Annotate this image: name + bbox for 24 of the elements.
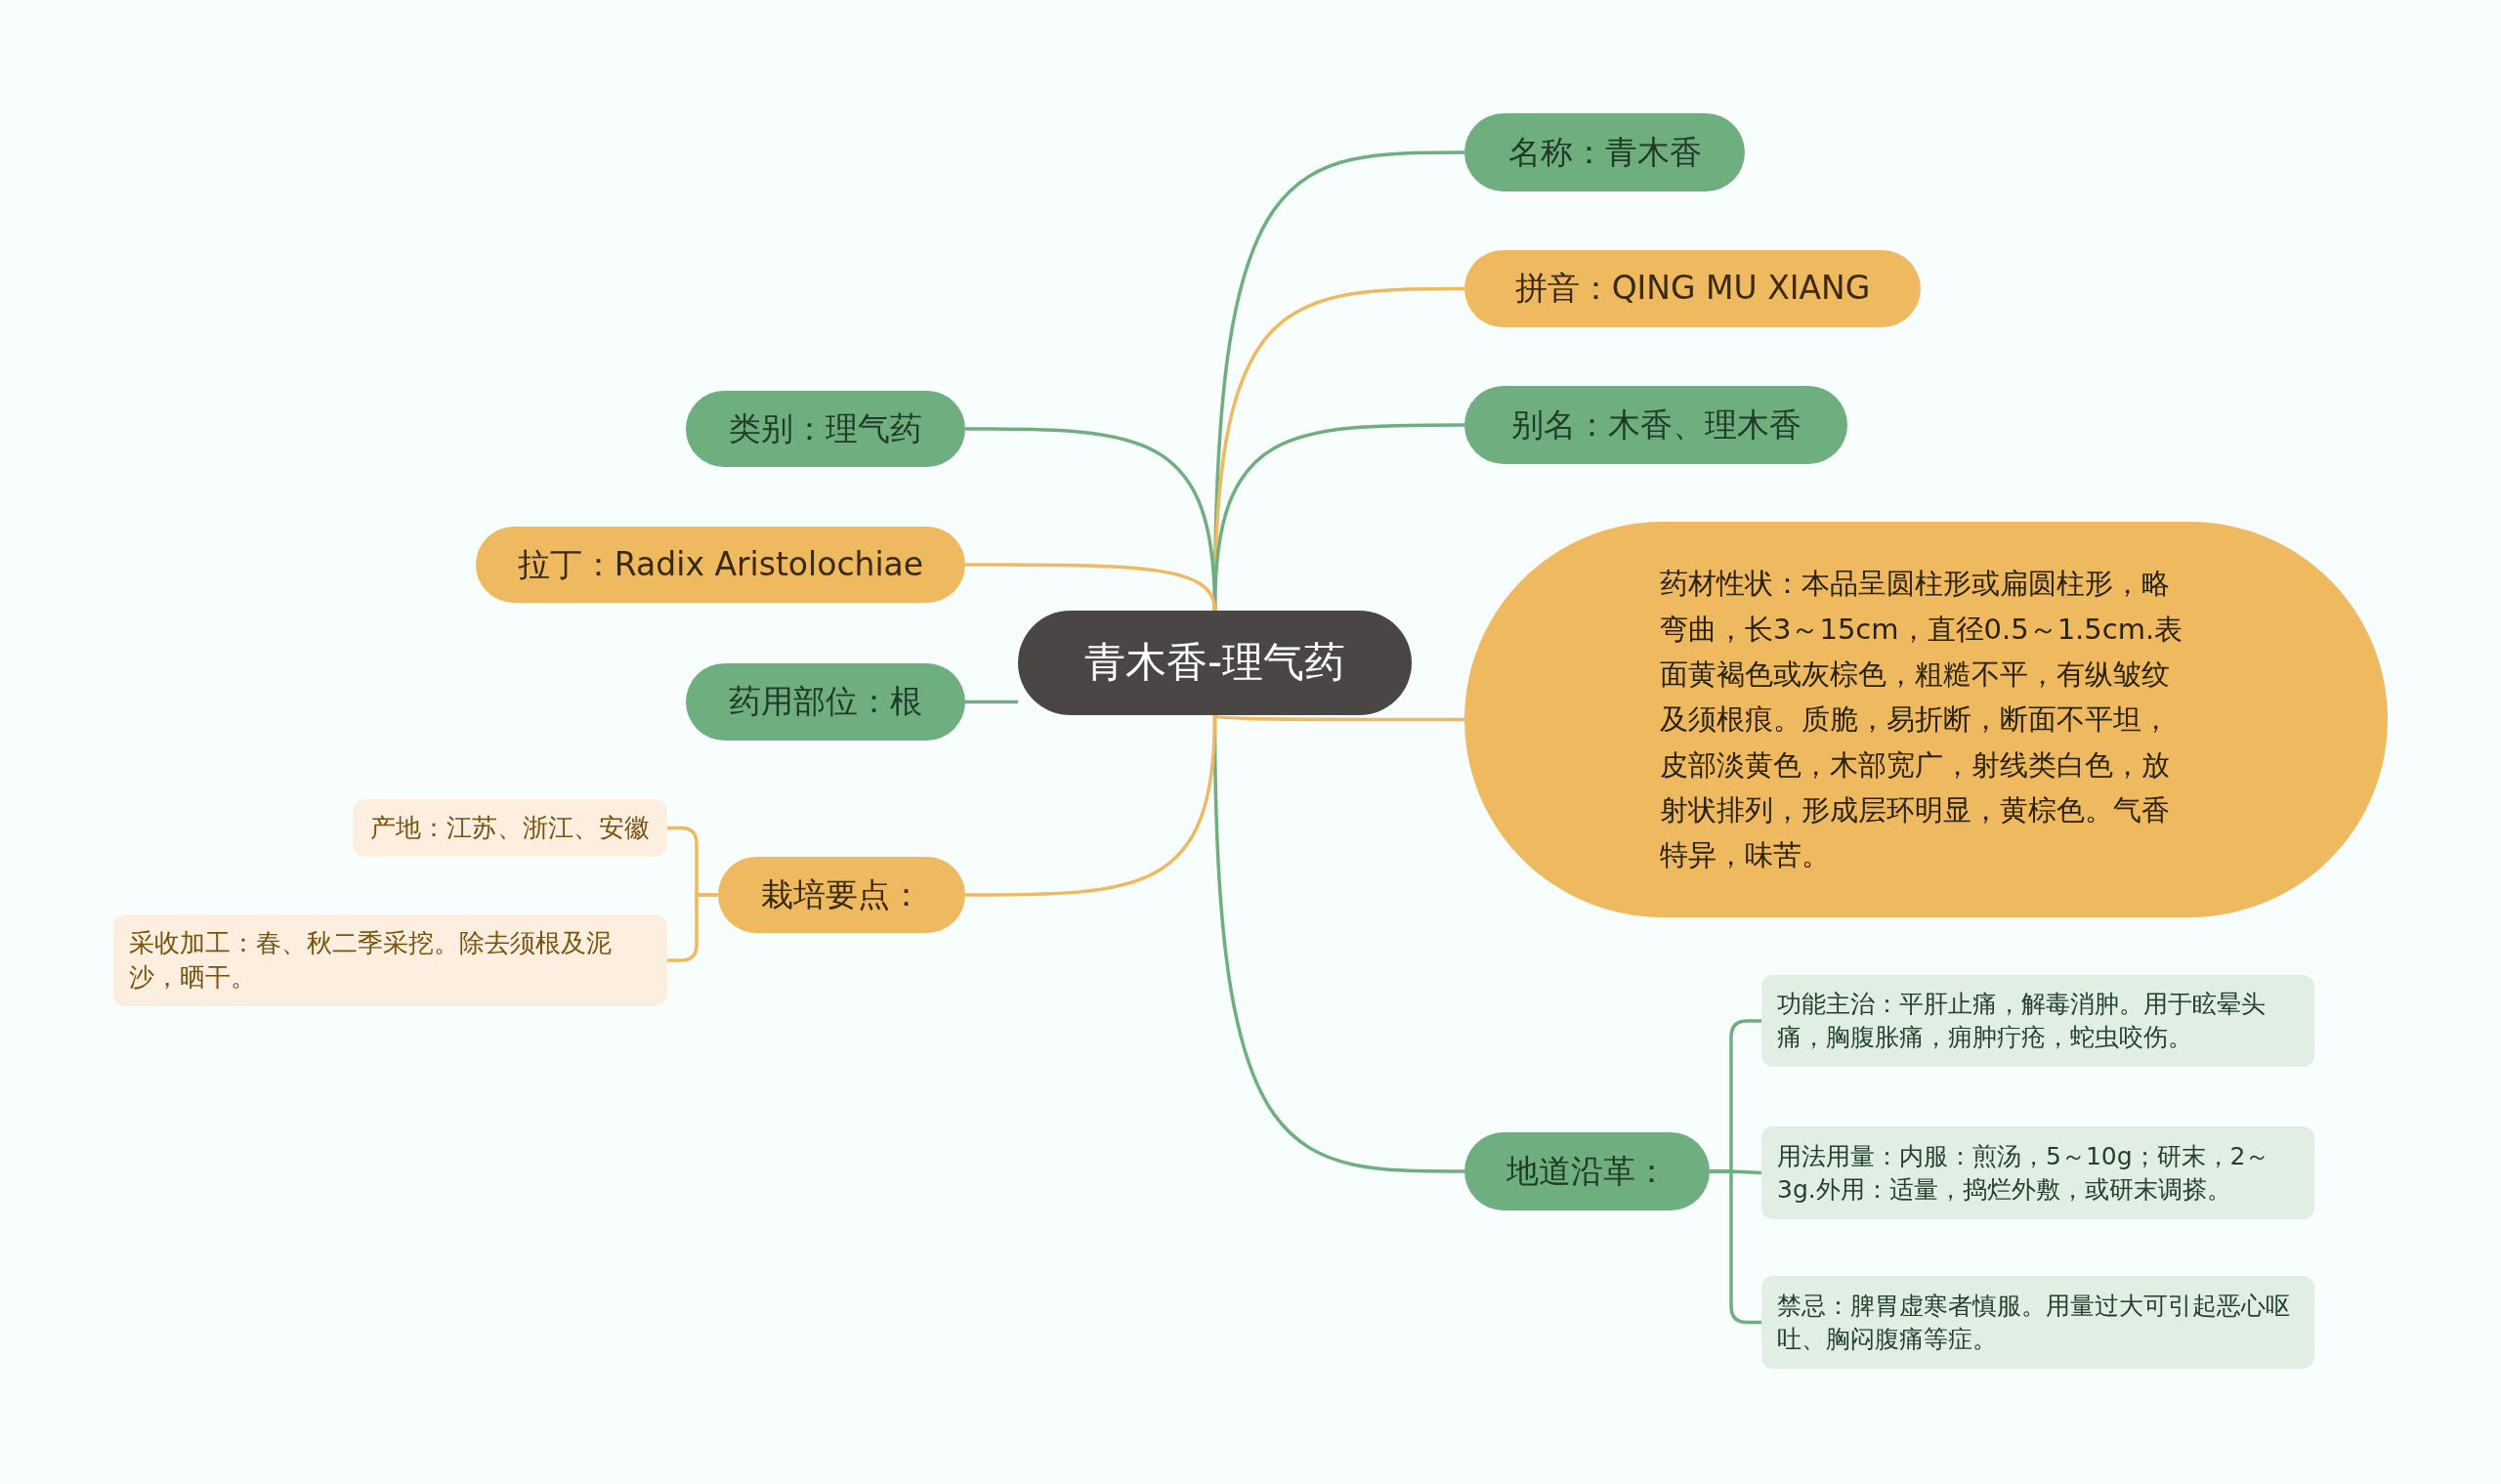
node-text: 名称：青木香: [1507, 131, 1702, 173]
node-text: 类别：理气药: [729, 407, 922, 449]
connector-line: [965, 700, 1018, 704]
node-text: 药用部位：根: [729, 681, 922, 723]
node-text: 产地：江苏、浙江、安徽: [370, 811, 650, 844]
node-text: 拉丁：Radix Aristolochiae: [517, 543, 924, 585]
subtopic-box: [1761, 975, 2314, 1067]
node-text: 别名：木香、理木香: [1510, 403, 1802, 445]
node-text: 禁忌：脾胃虚寒者慎服。用量过大可引起恶心呕吐、胸闷腹痛等症。: [1777, 1290, 2291, 1355]
subtopic-box: [1761, 1276, 2314, 1369]
node-text: 采收加工：春、秋二季采挖。除去须根及泥沙，晒干。: [129, 926, 613, 994]
node-text: 青木香-理气药: [1083, 637, 1346, 689]
connector-line: [965, 714, 1217, 897]
node-text: 栽培要点：: [761, 873, 922, 915]
node-text: 功能主治：平肝止痛，解毒消肿。用于眩晕头痛，胸腹胀痛，痈肿疔疮，蛇虫咬伤。: [1777, 989, 2267, 1053]
subtopic-box: [113, 914, 667, 1006]
subtopic-box: [1761, 1126, 2314, 1219]
subtopic-box: [353, 799, 667, 857]
node-text: 药材性状：本品呈圆柱形或扁圆柱形，略弯曲，长3～15cm，直径0.5～1.5cm.表面黄褐色或灰棕色，粗糙不平，有纵皱纹及须根痕。质脆，易折断，断面不平坦，皮部淡黄色，木部宽广，射线类白色，放射状排列，形成层环明显，黄棕色。气香特异，味苦。: [1660, 566, 2184, 874]
node-text: 拼音：QING MU XIANG: [1514, 268, 1871, 310]
connector-line: [965, 563, 1217, 612]
node-text: 地道沿革：: [1506, 1150, 1668, 1192]
connector-line: [1213, 713, 1464, 722]
node-text: 用法用量：内服：煎汤，5～10g；研末，2～3g.外用：适量，捣烂外敷，或研末调搽。: [1777, 1140, 2271, 1206]
